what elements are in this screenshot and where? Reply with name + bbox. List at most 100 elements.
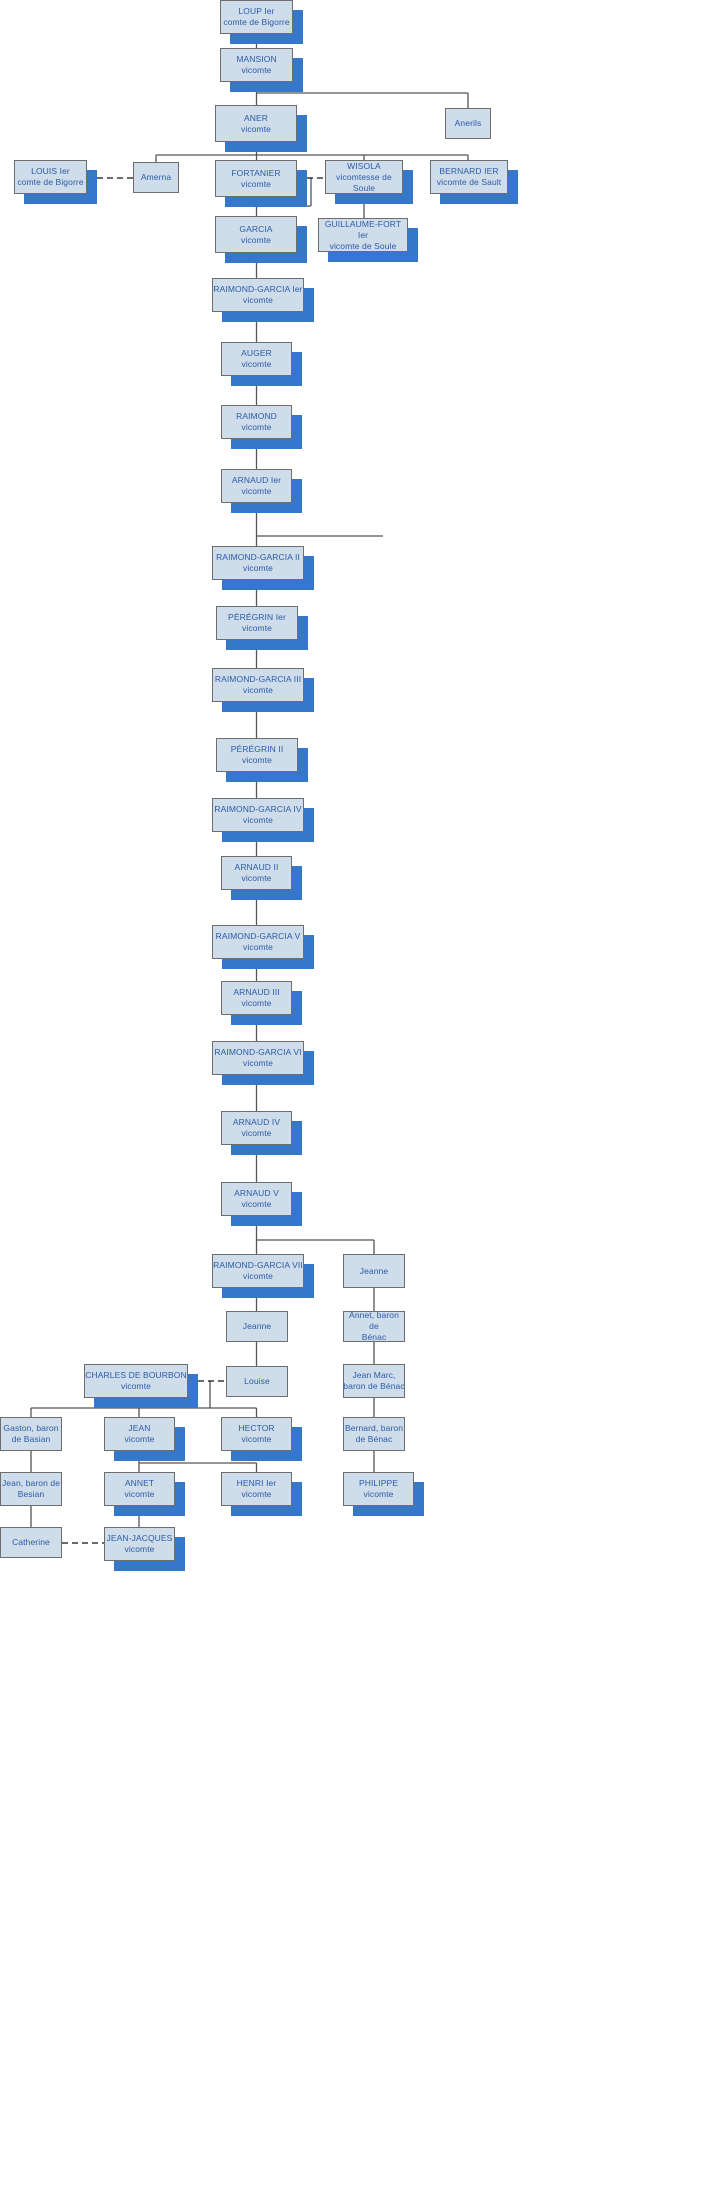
person-node-jeanmarc[interactable]: Jean Marc,baron de Bénac bbox=[343, 1364, 405, 1398]
person-name: RAIMOND-GARCIA Ier bbox=[213, 284, 303, 294]
person-title: vicomte bbox=[241, 65, 272, 75]
person-title: Besian bbox=[17, 1489, 45, 1499]
person-name: Bernard, baron bbox=[344, 1423, 404, 1433]
person-name: RAIMOND-GARCIA II bbox=[216, 552, 300, 562]
person-name: FORTANIER bbox=[231, 167, 281, 178]
person-node-jeanne_r[interactable]: Jeanne bbox=[343, 1254, 405, 1288]
person-name: PHILIPPE bbox=[358, 1478, 399, 1488]
person-node-anerils[interactable]: Anerils bbox=[445, 108, 491, 139]
person-name: Gaston, baron bbox=[3, 1423, 59, 1433]
person-name: HECTOR bbox=[238, 1423, 275, 1433]
person-title: vicomte bbox=[241, 873, 272, 883]
person-title: vicomte bbox=[241, 422, 272, 432]
person-title: vicomte bbox=[243, 685, 273, 695]
person-title: vicomte bbox=[243, 942, 273, 952]
person-name: BERNARD IER bbox=[439, 166, 499, 176]
person-title: vicomte bbox=[242, 755, 272, 765]
person-name: Amerna bbox=[140, 172, 172, 182]
person-name: RAIMOND-GARCIA VII bbox=[213, 1260, 303, 1270]
person-name: LOUP Ier bbox=[238, 6, 275, 16]
person-name: ANNET bbox=[124, 1478, 155, 1488]
person-title: de Bénac bbox=[355, 1434, 393, 1444]
person-name: JEAN-JACQUES bbox=[106, 1533, 173, 1543]
person-title: vicomte bbox=[363, 1489, 394, 1499]
person-title: vicomte bbox=[243, 295, 273, 305]
person-title: vicomte bbox=[241, 123, 271, 134]
person-node-louise[interactable]: Louise bbox=[226, 1366, 288, 1397]
person-name: ANER bbox=[243, 112, 269, 123]
person-name: Jeanne bbox=[359, 1265, 389, 1276]
person-name: Annet, baron de bbox=[349, 1310, 399, 1331]
person-name: PÉRÉGRIN Ier bbox=[228, 612, 286, 622]
person-node-jeanne_c[interactable]: Jeanne bbox=[226, 1311, 288, 1342]
person-title: comte de Bigorre bbox=[223, 17, 290, 27]
person-name: Anerils bbox=[454, 118, 482, 128]
person-name: RAIMOND-GARCIA III bbox=[214, 674, 302, 684]
person-title: baron de Bénac bbox=[343, 1381, 405, 1391]
person-title: vicomte bbox=[243, 1058, 273, 1068]
person-title: vicomte bbox=[241, 1128, 272, 1138]
person-node-amerna[interactable]: Amerna bbox=[133, 162, 179, 193]
person-title: vicomte de Sault bbox=[436, 177, 502, 187]
person-title: vicomtesse de Soule bbox=[336, 171, 392, 193]
person-title: vicomte bbox=[241, 1489, 272, 1499]
person-title: vicomte bbox=[241, 234, 271, 245]
person-name: ARNAUD IV bbox=[232, 1117, 281, 1127]
person-name: JEAN bbox=[128, 1423, 151, 1433]
person-name: WISOLA bbox=[347, 160, 381, 171]
person-title: vicomte bbox=[243, 563, 273, 573]
person-node-catherine[interactable]: Catherine bbox=[0, 1527, 62, 1558]
person-name: ARNAUD Ier bbox=[231, 475, 282, 485]
person-title: comte de Bigorre bbox=[17, 177, 84, 187]
person-name: HENRI Ier bbox=[236, 1478, 277, 1488]
person-title: vicomte bbox=[241, 486, 272, 496]
person-title: de Basian bbox=[11, 1434, 51, 1444]
person-name: RAIMOND bbox=[236, 411, 277, 421]
person-name: GUILLAUME-FORT Ier bbox=[324, 218, 402, 240]
person-title: vicomte bbox=[241, 359, 272, 369]
person-title: vicomte bbox=[121, 1381, 151, 1391]
person-name: RAIMOND-GARCIA V bbox=[215, 931, 301, 941]
person-name: RAIMOND-GARCIA VI bbox=[214, 1047, 302, 1057]
person-name: PÉRÉGRIN II bbox=[230, 744, 284, 754]
person-title: vicomte de Soule bbox=[329, 240, 397, 251]
person-name: GARCIA bbox=[239, 223, 273, 234]
